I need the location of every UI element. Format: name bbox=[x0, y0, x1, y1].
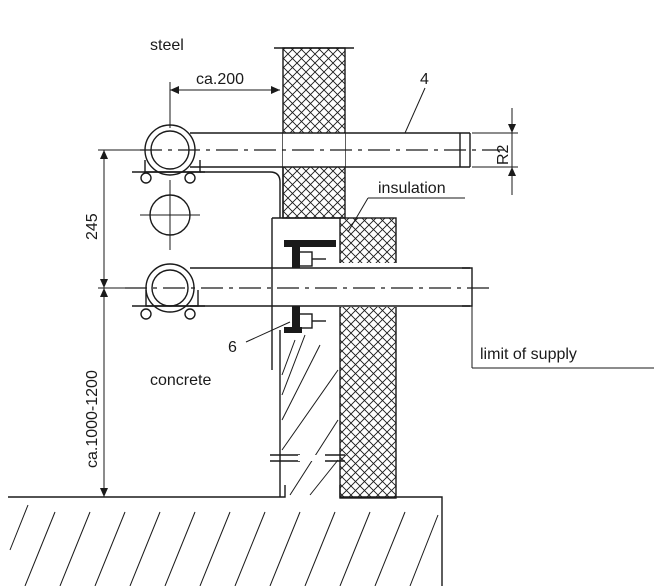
concrete-label: concrete bbox=[150, 372, 211, 389]
bracket-lower bbox=[284, 306, 326, 333]
leader-item-6 bbox=[245, 321, 291, 343]
middle-pipe-section bbox=[140, 180, 200, 250]
dimension-ca200 bbox=[169, 82, 280, 128]
ca200-label: ca.200 bbox=[196, 71, 244, 88]
lower-pipe bbox=[125, 267, 490, 307]
dimension-r2 bbox=[472, 108, 518, 195]
lower-pipe-clamp bbox=[132, 263, 205, 320]
dim-ca1000-1200-label: ca.1000-1200 bbox=[84, 370, 101, 468]
leader-limit-of-supply bbox=[471, 306, 654, 369]
leader-insulation bbox=[347, 197, 465, 233]
item-6-label: 6 bbox=[228, 339, 237, 356]
upper-pipe-clamp bbox=[132, 124, 281, 218]
steel-column bbox=[271, 167, 340, 330]
steel-label: steel bbox=[150, 37, 184, 54]
bracket-upper bbox=[284, 240, 336, 268]
r2-label: R2 bbox=[495, 144, 512, 165]
concrete-wall bbox=[270, 330, 345, 497]
leader-item-4 bbox=[404, 87, 426, 134]
limit-of-supply-label: limit of supply bbox=[480, 346, 577, 363]
upper-pipe bbox=[140, 132, 505, 168]
dim-245-label: 245 bbox=[84, 213, 101, 240]
item-4-label: 4 bbox=[420, 71, 429, 88]
insulation-label: insulation bbox=[378, 180, 446, 197]
concrete-floor bbox=[8, 485, 443, 586]
lower-insulation-block bbox=[339, 217, 397, 499]
dimension-245 bbox=[98, 149, 140, 289]
